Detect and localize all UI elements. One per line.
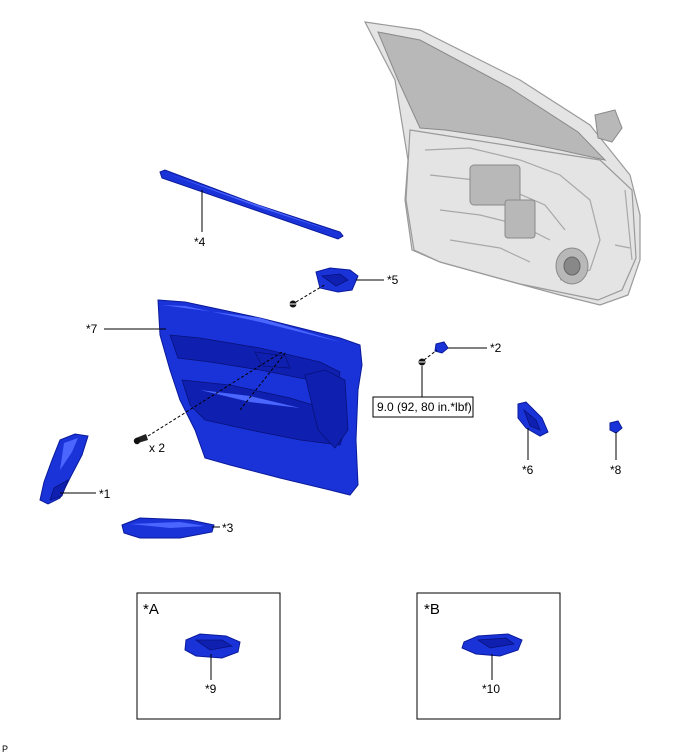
screw-icon <box>418 358 426 366</box>
callout-2: *2 <box>490 341 502 355</box>
torque-spec-box <box>372 396 474 418</box>
screw-quantity: x 2 <box>149 441 165 455</box>
callout-7: *7 <box>86 322 98 336</box>
switch-bezel-part-5 <box>315 267 359 293</box>
inset-b-frame <box>416 592 561 720</box>
callout-6: *6 <box>522 463 534 477</box>
callout-5: *5 <box>387 273 399 287</box>
door-trim-panel-part <box>157 299 363 496</box>
callout-3: *3 <box>222 521 234 535</box>
pull-handle-part <box>39 433 89 505</box>
screw-icon <box>289 300 297 308</box>
tweeter-cover-part <box>517 401 549 437</box>
switch-part-10 <box>461 633 523 657</box>
callout-9: *9 <box>205 682 217 696</box>
clip-part-8 <box>609 420 623 434</box>
corner-mark: P <box>2 744 8 754</box>
door-frame-illustration <box>363 21 641 306</box>
callout-4: *4 <box>194 235 206 249</box>
callout-1: *1 <box>99 487 111 501</box>
callout-8: *8 <box>610 463 622 477</box>
callout-10: *10 <box>482 682 500 696</box>
inset-a-label: *A <box>143 601 159 618</box>
screw-icon <box>133 434 148 445</box>
inset-b-label: *B <box>424 601 440 618</box>
torque-spec: 9.0 (92, 80 in.*lbf) <box>377 400 472 414</box>
clip-part-2 <box>434 341 449 354</box>
switch-part-9 <box>184 633 241 659</box>
belt-moulding-part <box>159 169 344 240</box>
lower-trim-part <box>121 517 215 539</box>
